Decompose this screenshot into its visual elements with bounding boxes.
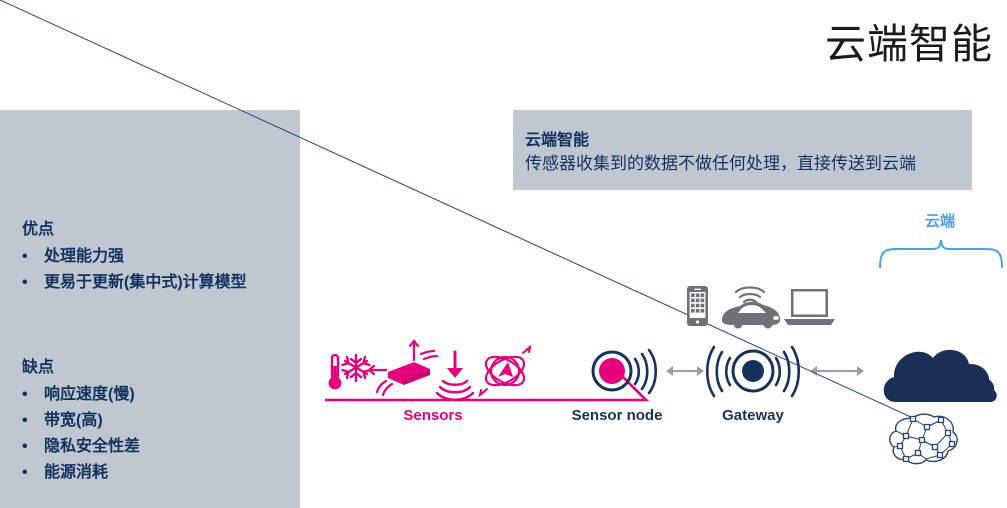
page-title: 云端智能	[825, 21, 993, 67]
bullet-icon: •	[22, 412, 28, 429]
sensor-node-label: Sensor node	[571, 407, 663, 424]
neural-network-brain-icon	[0, 0, 958, 465]
bullet-icon: •	[22, 464, 28, 481]
pros-heading: 优点	[22, 221, 55, 238]
gateway-icon	[705, 345, 801, 398]
bullet-icon: •	[22, 274, 28, 291]
connected-car-icon	[721, 286, 781, 329]
cons-item-label: 隐私安全性差	[44, 438, 141, 455]
list-item: • 隐私安全性差	[22, 434, 292, 460]
smartphone-icon	[687, 286, 708, 326]
banner-subtitle: 传感器收集到的数据不做任何处理，直接传送到云端	[525, 154, 916, 173]
pressure-sensor-icon	[367, 339, 439, 397]
cloud-bracket-label: 云端	[924, 213, 955, 230]
gateway-label: Gateway	[722, 407, 784, 424]
cons-item-label: 能源消耗	[44, 464, 109, 481]
double-arrow-sensor-node-to-gateway	[666, 366, 704, 376]
pros-item-label: 更易于更新(集中式)计算模型	[44, 274, 247, 291]
sensor-node-icon	[591, 348, 658, 395]
cons-list: • 响应速度(慢) • 带宽(高) • 隐私安全性差 • 能源消耗	[22, 382, 292, 486]
cons-item-label: 响应速度(慢)	[44, 386, 135, 403]
banner-title: 云端智能	[525, 132, 590, 149]
list-item: • 带宽(高)	[22, 408, 292, 434]
laptop-icon	[784, 289, 835, 325]
acceleration-sensor-icon	[435, 350, 475, 401]
pros-item-label: 处理能力强	[44, 248, 125, 265]
bullet-icon: •	[22, 386, 28, 403]
pros-list: • 处理能力强 • 更易于更新(集中式)计算模型	[22, 244, 292, 296]
sensors-label: Sensors	[403, 407, 463, 424]
bullet-icon: •	[22, 438, 28, 455]
bullet-icon: •	[22, 248, 28, 265]
list-item: • 能源消耗	[22, 460, 292, 486]
cons-section: 缺点 • 响应速度(慢) • 带宽(高) • 隐私安全性差 • 能源消耗	[22, 355, 292, 486]
list-item: • 响应速度(慢)	[22, 382, 292, 408]
cons-heading: 缺点	[22, 359, 55, 376]
cons-item-label: 带宽(高)	[44, 412, 103, 429]
list-item: • 处理能力强	[22, 244, 292, 270]
list-item: • 更易于更新(集中式)计算模型	[22, 270, 292, 296]
thermometer-snowflake-icon	[328, 353, 371, 390]
cloud-icon	[883, 349, 997, 402]
description-banner: 云端智能 传感器收集到的数据不做任何处理，直接传送到云端	[513, 110, 972, 190]
sidebar-panel: 优点 • 处理能力强 • 更易于更新(集中式)计算模型 缺点 • 响应速度(慢)	[0, 110, 300, 508]
cloud-scope-bracket	[879, 239, 1003, 269]
gyroscope-sensor-icon	[478, 344, 532, 398]
pros-section: 优点 • 处理能力强 • 更易于更新(集中式)计算模型	[22, 217, 292, 296]
